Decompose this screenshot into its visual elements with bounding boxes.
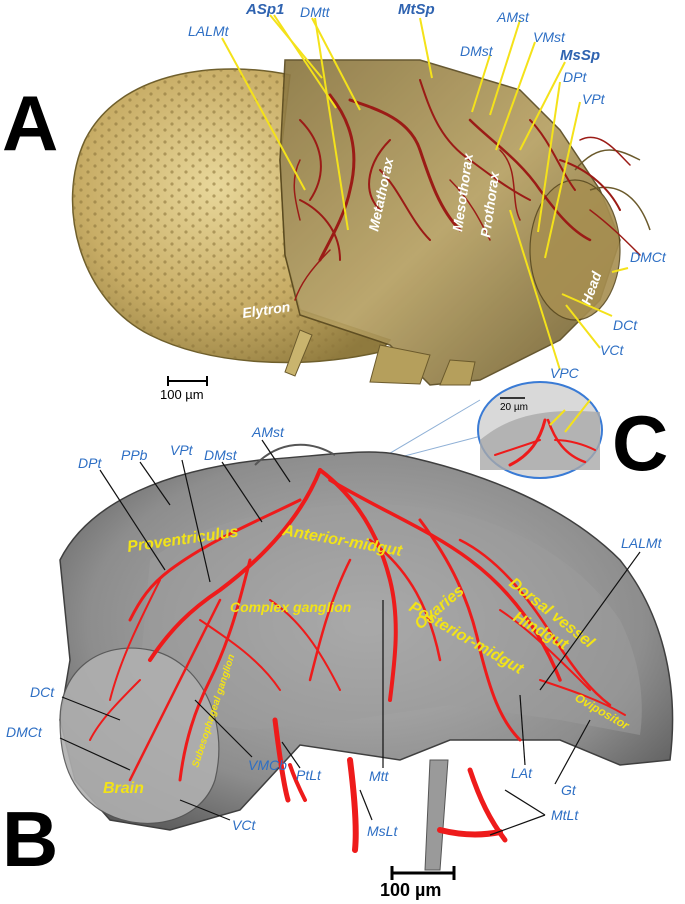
callout-vct-a: VCt — [600, 342, 624, 358]
callout-lat: LAt — [511, 765, 533, 781]
callout-dmst-b: DMst — [204, 447, 238, 463]
callout-dct-b: DCt — [30, 684, 55, 700]
callout-dmst-a: DMst — [460, 43, 494, 59]
callout-lalmt-a: LALMt — [188, 23, 230, 39]
callout-dmtt: DMtt — [300, 4, 331, 20]
elytron-texture — [72, 68, 390, 363]
callout-lalmt-b: LALMt — [621, 535, 663, 551]
panel-a: Elytron Metathorax Mesothorax Prothorax … — [2, 1, 667, 402]
callout-ppb: PPb — [121, 447, 148, 463]
organ-brain: Brain — [103, 780, 144, 797]
leaders-a — [221, 14, 629, 371]
callout-mssp: MsSp — [560, 47, 600, 64]
callout-amst-b: AMst — [251, 424, 285, 440]
callout-dpt-a: DPt — [563, 69, 587, 85]
callout-dmct-a: DMCt — [630, 249, 667, 265]
panel-letter-b: B — [2, 795, 58, 883]
scale-bar-b-label: 100 µm — [380, 880, 441, 900]
callout-vmcb: VMCb — [248, 757, 287, 773]
label-elytron: Elytron — [241, 298, 291, 321]
scale-bar-a-label: 100 µm — [160, 387, 204, 402]
callout-amst-a: AMst — [496, 9, 530, 25]
proboscis-hump — [254, 443, 336, 466]
callout-mtlt: MtLt — [551, 807, 579, 823]
callout-mtt: Mtt — [369, 768, 390, 784]
scale-bar-c-label: 20 µm — [500, 402, 528, 413]
callout-mtsp: MtSp — [398, 1, 435, 18]
trachea-network-b — [89, 468, 626, 853]
panel-letter-a: A — [2, 79, 58, 167]
organ-complex-ganglion: Complex ganglion — [230, 599, 351, 615]
callout-vct-b: VCt — [232, 817, 256, 833]
callout-gt: Gt — [561, 782, 577, 798]
callout-dpt-b: DPt — [78, 455, 102, 471]
callout-vpt-b: VPt — [170, 442, 194, 458]
antenna — [574, 149, 651, 231]
thorax-shape — [279, 59, 621, 386]
panel-letter-c: C — [612, 399, 668, 487]
leg-b-1 — [424, 759, 449, 871]
callout-vmst: VMst — [533, 29, 566, 45]
panel-c: 20 µm C — [369, 381, 668, 487]
callout-dct-a: DCt — [613, 317, 638, 333]
callout-vpt-a: VPt — [582, 91, 606, 107]
callout-mslt: MsLt — [367, 823, 398, 839]
callout-dmct-b: DMCt — [6, 724, 43, 740]
callout-ptlt: PtLt — [296, 767, 322, 783]
callout-vpc: VPC — [550, 365, 580, 381]
body-b-cavity — [140, 504, 642, 735]
leg-2 — [369, 344, 431, 385]
callout-asp1: ASp1 — [245, 1, 284, 18]
panel-b: Proventriculus Anterior-midgut Complex g… — [2, 424, 674, 900]
leg-3 — [439, 359, 476, 386]
leg-1 — [284, 329, 313, 377]
trachea-network-a — [293, 79, 641, 301]
leaders-b — [59, 439, 641, 836]
